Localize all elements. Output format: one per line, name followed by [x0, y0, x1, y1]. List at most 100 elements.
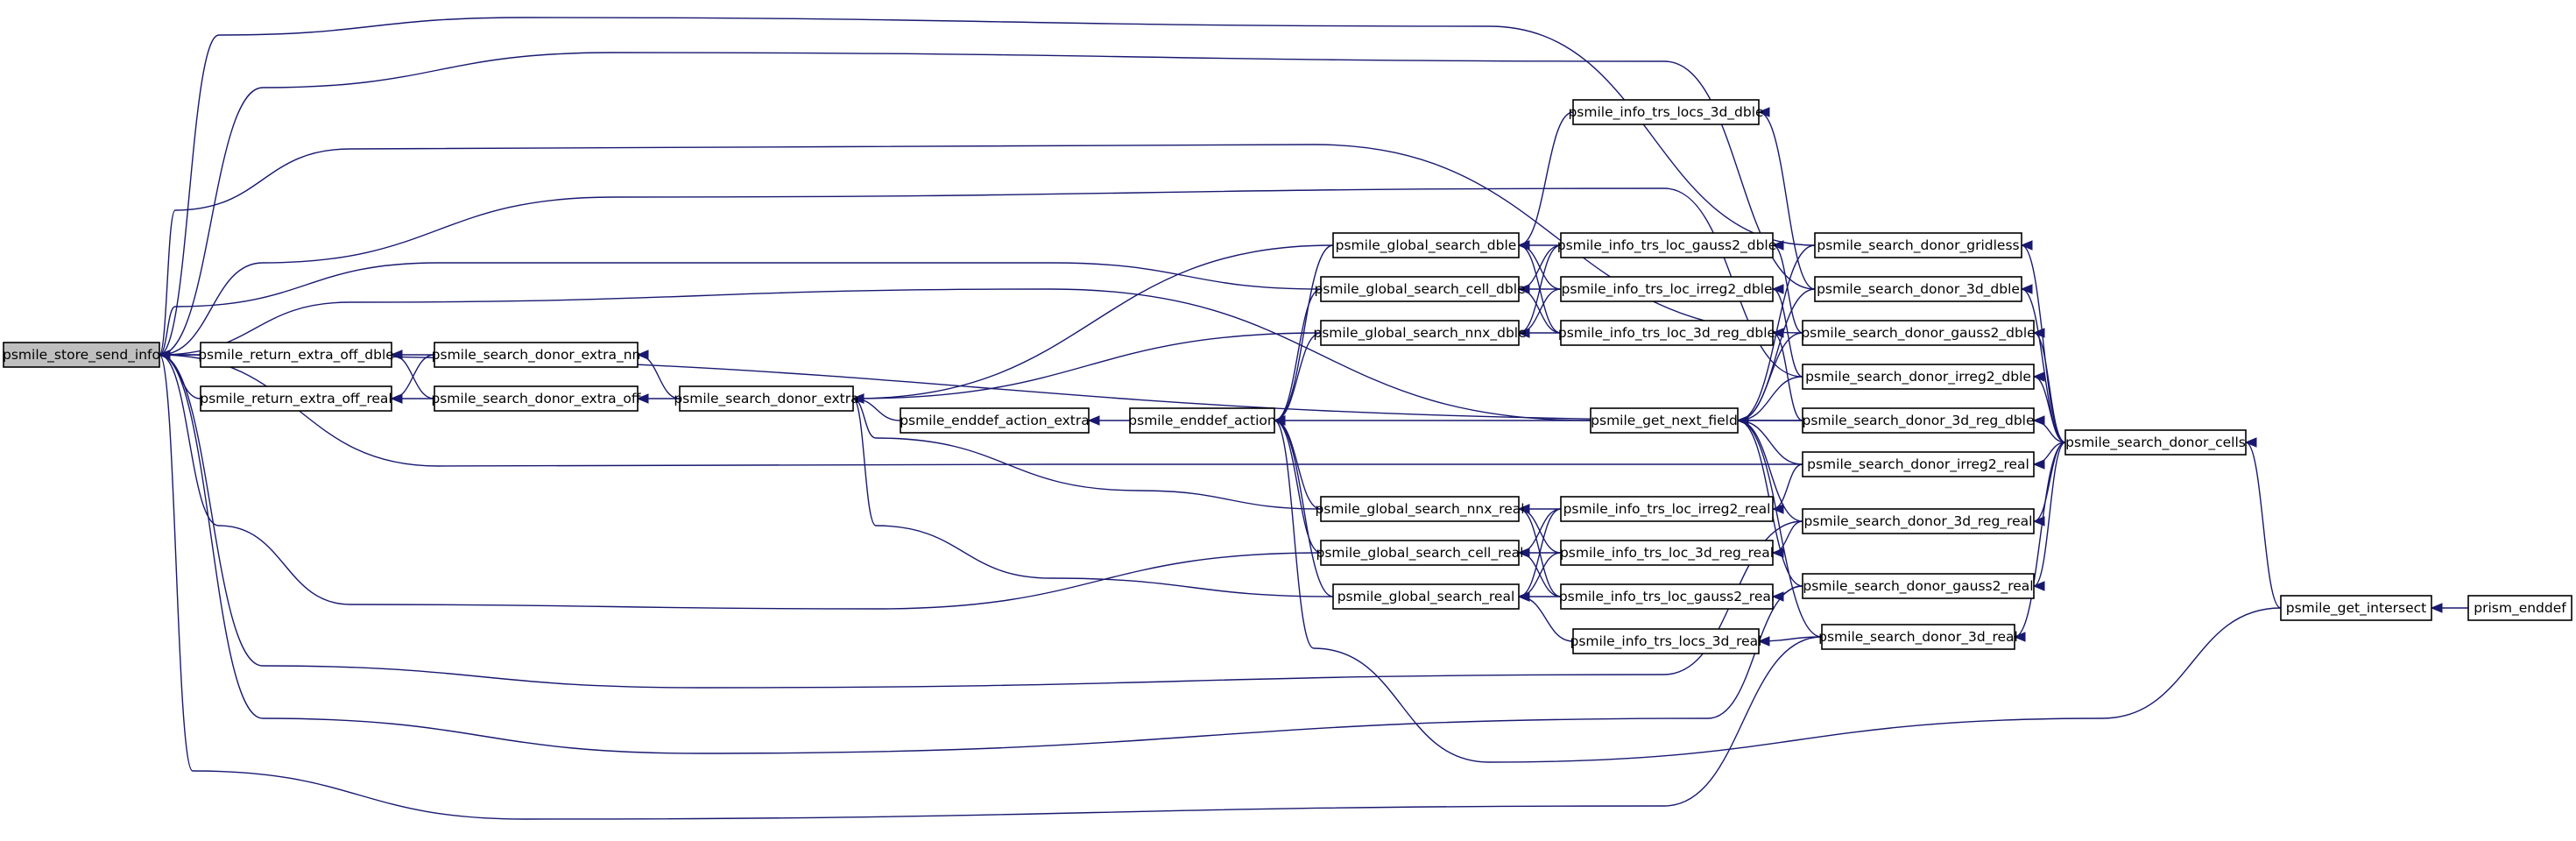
node-box[interactable] — [2280, 595, 2432, 621]
node-box[interactable] — [1129, 407, 1275, 434]
arrowhead-sd_cells-to-sd_3d_real — [2013, 632, 2026, 642]
node-box[interactable] — [1320, 276, 1520, 302]
node-sd_extra_off[interactable]: psmile_search_donor_extra_off — [431, 385, 641, 412]
edge-it_loc_gauss2_dble-to-gs_nnx_dble — [1518, 244, 1562, 334]
node-sd_gauss2_dble[interactable]: psmile_search_donor_gauss2_dble — [1801, 320, 2036, 346]
node-box[interactable] — [1802, 573, 2035, 599]
node-gs_nnx_real[interactable]: psmile_global_search_nnx_real — [1315, 496, 1525, 522]
node-sd_3d_dble[interactable]: psmile_search_donor_3d_dble — [1814, 276, 2022, 302]
node-sd_3d_reg_dble[interactable]: psmile_search_donor_3d_reg_dble — [1802, 407, 2035, 434]
node-box[interactable] — [1802, 407, 2035, 434]
edge-sd_gauss2_dble-to-get_next_field — [1737, 332, 1803, 421]
arrowhead-sd_extra_off-to-rx_off_real — [390, 393, 403, 404]
node-it_loc_gauss2_dble[interactable]: psmile_info_trs_loc_gauss2_dble — [1557, 232, 1777, 258]
node-box[interactable] — [1814, 276, 2022, 302]
node-label: psmile_search_donor_extra_nn — [432, 347, 641, 364]
node-label: psmile_global_search_nnx_dble — [1313, 325, 1526, 342]
node-sd_gauss2_real[interactable]: psmile_search_donor_gauss2_real — [1802, 573, 2035, 599]
node-gs_cell_real[interactable]: psmile_global_search_cell_real — [1316, 540, 1524, 566]
edge-sd_3d_real-to-get_next_field — [1737, 420, 1823, 638]
edge-gs_cell_dble-to-enddef_action — [1274, 288, 1322, 421]
node-get_next_field[interactable]: psmile_get_next_field — [1590, 407, 1739, 434]
node-prism_enddef[interactable]: prism_enddef — [2467, 595, 2572, 621]
arrowhead-sd_irreg2_dble-to-it_loc_irreg2_dble — [1771, 284, 1784, 294]
node-label: psmile_get_intersect — [2286, 600, 2426, 617]
node-label: psmile_search_donor_irreg2_dble — [1805, 369, 2031, 385]
node-box[interactable] — [1560, 320, 1774, 346]
node-box[interactable] — [900, 407, 1090, 434]
edge-sd_gauss2_real-to-store_send_info — [159, 354, 1803, 754]
node-box[interactable] — [1332, 583, 1520, 610]
node-box[interactable] — [1590, 407, 1739, 434]
node-store_send_info[interactable]: psmile_store_send_info — [3, 342, 160, 368]
node-gs_nnx_dble[interactable]: psmile_global_search_nnx_dble — [1313, 320, 1527, 346]
node-box[interactable] — [1814, 232, 2022, 258]
node-label: psmile_global_search_dble — [1336, 237, 1517, 254]
node-box[interactable] — [1320, 320, 1520, 346]
edge-sd_irreg2_real-to-it_loc_irreg2_real — [1772, 463, 1803, 510]
node-label: psmile_global_search_nnx_real — [1315, 501, 1524, 518]
node-box[interactable] — [1560, 232, 1774, 258]
node-box[interactable] — [1560, 540, 1774, 566]
node-it_loc_gauss2_real[interactable]: psmile_info_trs_loc_gauss2_real — [1559, 583, 1775, 610]
node-box[interactable] — [2467, 595, 2572, 621]
node-box[interactable] — [1320, 496, 1520, 522]
node-sd_cells[interactable]: psmile_search_donor_cells — [2064, 429, 2247, 456]
node-box[interactable] — [1560, 276, 1774, 302]
node-gs_dble[interactable]: psmile_global_search_dble — [1332, 232, 1520, 258]
node-box[interactable] — [1802, 508, 2035, 534]
node-box[interactable] — [1572, 628, 1760, 654]
node-enddef_action[interactable]: psmile_enddef_action — [1128, 407, 1276, 434]
node-box[interactable] — [1332, 232, 1520, 258]
arrowhead-it_loc_3d_reg_dble-to-gs_nnx_dble — [1517, 328, 1530, 338]
node-label: psmile_search_donor_irreg2_real — [1807, 456, 2029, 473]
node-sd_extra[interactable]: psmile_search_donor_extra — [674, 385, 859, 412]
node-sd_gridless[interactable]: psmile_search_donor_gridless — [1814, 232, 2022, 258]
node-gs_real[interactable]: psmile_global_search_real — [1332, 583, 1520, 610]
node-box[interactable] — [679, 385, 854, 412]
node-get_intersect[interactable]: psmile_get_intersect — [2280, 595, 2432, 621]
edge-gs_nnx_dble-to-sd_extra — [852, 332, 1322, 399]
node-label: psmile_info_trs_loc_3d_reg_dble — [1558, 325, 1775, 342]
node-box[interactable] — [434, 342, 639, 368]
node-it_loc_3d_reg_real[interactable]: psmile_info_trs_loc_3d_reg_real — [1560, 540, 1774, 566]
node-box[interactable] — [1320, 540, 1520, 566]
node-it_loc_irreg2_dble[interactable]: psmile_info_trs_loc_irreg2_dble — [1560, 276, 1774, 302]
node-box[interactable] — [200, 385, 392, 412]
node-it_loc_3d_reg_dble[interactable]: psmile_info_trs_loc_3d_reg_dble — [1558, 320, 1775, 346]
node-box[interactable] — [3, 342, 160, 368]
node-sd_irreg2_dble[interactable]: psmile_search_donor_irreg2_dble — [1802, 364, 2035, 390]
node-box[interactable] — [1560, 583, 1774, 610]
node-box[interactable] — [1802, 364, 2035, 390]
node-it_locs_3d_dble[interactable]: psmile_info_trs_locs_3d_dble — [1568, 99, 1764, 125]
node-enddef_action_extra[interactable]: psmile_enddef_action_extra — [900, 407, 1090, 434]
node-box[interactable] — [2064, 429, 2247, 456]
node-rx_off_dble[interactable]: psmile_return_extra_off_dble — [198, 342, 394, 368]
edge-sd_irreg2_dble-to-store_send_info — [159, 187, 1803, 378]
node-box[interactable] — [1821, 624, 2015, 650]
edge-sd_gauss2_dble-to-it_loc_gauss2_dble — [1772, 244, 1803, 334]
arrowhead-sd_gauss2_dble-to-it_loc_gauss2_dble — [1771, 240, 1784, 251]
node-rx_off_real[interactable]: psmile_return_extra_off_real — [200, 385, 392, 412]
node-gs_cell_dble[interactable]: psmile_global_search_cell_dble — [1314, 276, 1526, 302]
node-box[interactable] — [1802, 320, 2035, 346]
node-sd_extra_nn[interactable]: psmile_search_donor_extra_nn — [432, 342, 641, 368]
node-it_locs_3d_real[interactable]: psmile_info_trs_locs_3d_real — [1570, 628, 1762, 654]
node-label: psmile_search_donor_3d_dble — [1817, 281, 2020, 298]
node-box[interactable] — [1572, 99, 1760, 125]
arrowhead-sd_cells-to-sd_3d_reg_dble — [2032, 415, 2045, 426]
node-box[interactable] — [1802, 451, 2035, 477]
node-label: psmile_search_donor_cells — [2065, 435, 2246, 451]
node-it_loc_irreg2_real[interactable]: psmile_info_trs_loc_irreg2_real — [1560, 496, 1774, 522]
node-box[interactable] — [434, 385, 639, 412]
edge-sd_irreg2_real-to-store_send_info — [159, 354, 1803, 467]
arrowhead-sd_cells-to-sd_gauss2_dble — [2032, 328, 2045, 338]
node-box[interactable] — [1560, 496, 1774, 522]
node-sd_3d_reg_real[interactable]: psmile_search_donor_3d_reg_real — [1802, 508, 2035, 534]
node-sd_irreg2_real[interactable]: psmile_search_donor_irreg2_real — [1802, 451, 2035, 477]
arrowhead-it_locs_3d_real-to-gs_real — [1517, 591, 1530, 602]
node-sd_3d_real[interactable]: psmile_search_donor_3d_real — [1818, 624, 2018, 650]
edge-gs_cell_real-to-enddef_action — [1274, 420, 1322, 554]
arrowhead-sd_extra-to-sd_extra_nn — [636, 350, 649, 360]
node-box[interactable] — [200, 342, 392, 368]
